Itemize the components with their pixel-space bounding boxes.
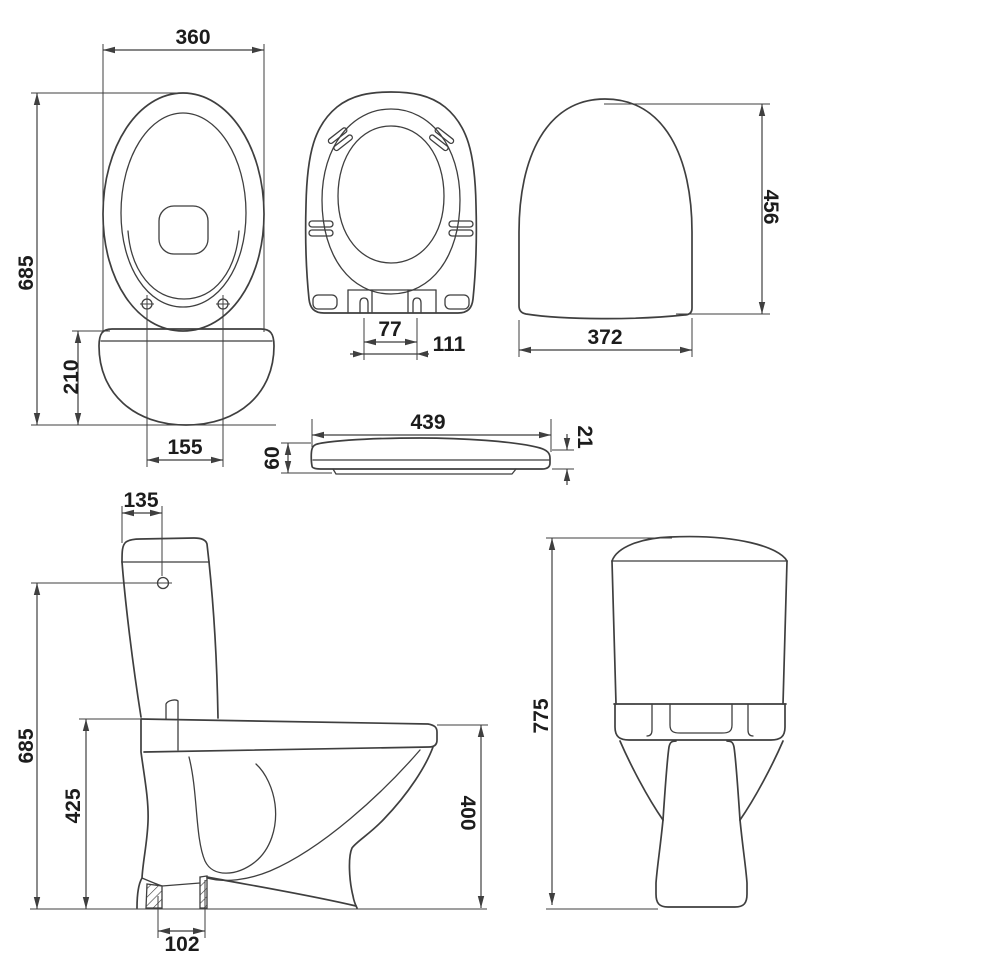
outlet-wall-right-section [199,875,208,909]
dim-bolt-spacing: 155 [167,436,202,459]
bowl-underside-right-wing [739,740,784,821]
tank-side-cap [121,537,210,563]
pedestal-left-upper-edge [662,740,677,821]
pedestal-column [655,819,748,908]
lid-outline [518,98,693,320]
pedestal-right-upper-edge [726,740,741,821]
rim-band-divider-left [646,703,653,737]
seat-ring-outer [321,108,461,295]
seat-profile-outline [310,437,551,470]
seat-hinge-channel [312,289,470,314]
seat-ring-inner [337,125,445,264]
rim-band-divider-right [747,703,754,737]
bowl-back-edge [136,718,149,909]
dim-seat-front-height: 60 [261,446,284,469]
dim-tank-depth: 210 [60,359,83,394]
seat-hinge-side [165,699,179,751]
bowl-plan-view: 360 685 210 155 [15,26,276,467]
dim-total-height: 775 [530,698,553,733]
seat-underside-view: 77 111 [304,91,478,360]
bowl-underside-edge [206,876,357,907]
dim-hinge-hole-spacing: 77 [378,318,401,341]
seat-bumper-mid-left [308,220,334,237]
seat-outer-outline [304,91,478,314]
rim-band-top [140,718,438,753]
dim-seat-rear-height: 21 [573,425,596,449]
seat-bolt-holes [140,295,230,313]
tank-plan-outline [98,328,275,426]
dim-bowl-width: 360 [175,26,210,49]
bowl-drain-hole [158,205,209,255]
rim-band-center-panel [669,703,733,734]
bowl-rim-band-front [614,703,786,741]
outlet-channel-top [141,877,201,887]
tank-side-front-edge [121,561,142,718]
dim-seat-length: 439 [410,411,445,434]
tank-front-lid [611,535,788,562]
tank-side-back-edge [208,561,219,719]
lid-plan-view: 456 372 [518,98,782,357]
bowl-underside-left-wing [619,740,664,821]
toilet-front-view: 775 [530,535,788,910]
dim-lid-length: 456 [759,189,782,224]
bowl-water-curve [127,230,240,300]
tank-front-sides [611,560,788,705]
bowl-front-edge [348,746,434,909]
dim-hinge-span: 111 [433,333,466,356]
seat-profile-view: 439 21 60 [261,411,596,485]
toilet-side-view: 135 685 425 400 102 [15,489,488,954]
dim-lid-width: 372 [587,326,622,349]
seat-bumper-top-right [428,127,455,152]
seat-bumper-mid-right [448,220,474,237]
dim-button-offset: 135 [123,489,158,512]
outlet-wall-left-section [145,883,163,909]
dim-outlet-width: 102 [164,933,199,954]
dim-rim-height: 400 [456,795,479,830]
dim-tank-height: 685 [15,728,38,763]
trapway-inner-curve [188,756,277,874]
dim-seat-back-height: 425 [62,788,85,823]
bowl-interior-sweep [206,749,421,882]
seat-bumper-top-left [327,127,354,152]
dim-bowl-length: 685 [15,255,38,290]
bowl-inner-rim [120,112,247,308]
seat-profile-lip [332,468,517,475]
bowl-outer-rim [102,92,265,332]
